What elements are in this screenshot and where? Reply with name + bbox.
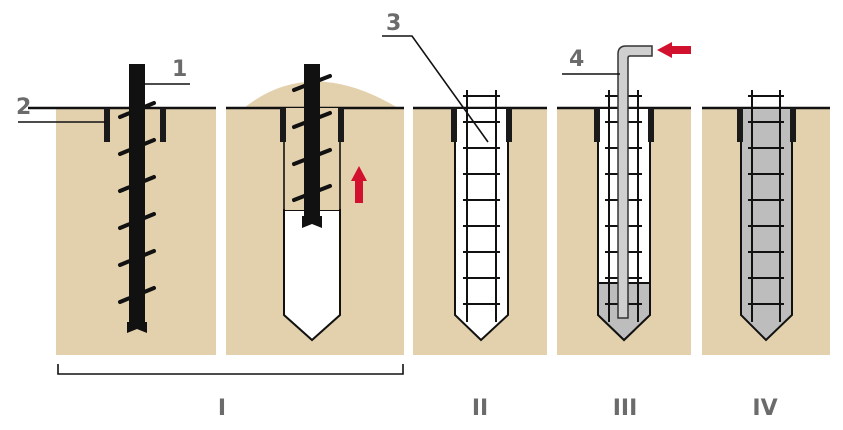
stage-i-bracket <box>57 364 404 375</box>
stage-label-iii: III <box>613 396 638 421</box>
panel-completed <box>702 90 830 355</box>
auger-flight <box>292 184 332 202</box>
casing-right <box>648 108 654 142</box>
panel-cage: 3 <box>382 11 547 355</box>
auger-tip <box>302 216 322 228</box>
auger-flight <box>118 286 156 304</box>
concrete-pile <box>740 107 793 342</box>
auger-shaft <box>304 64 320 222</box>
spoil-heap <box>244 81 398 108</box>
reinforcement-cage <box>463 90 500 322</box>
callout-3-label: 3 <box>386 11 401 36</box>
auger-flight <box>292 74 332 92</box>
callout-1-label: 1 <box>172 57 187 82</box>
stage-label-ii: II <box>472 396 488 421</box>
panel-drilling: 1 2 <box>16 57 216 355</box>
auger-flight <box>292 148 332 166</box>
casing-left <box>280 108 286 142</box>
casing-left <box>451 108 457 142</box>
callout-3-leader <box>382 35 489 143</box>
arrow-left-icon <box>657 42 691 58</box>
auger-flight <box>118 101 156 119</box>
auger-flight <box>118 138 156 156</box>
stage-label-i: I <box>218 396 226 421</box>
auger-tip <box>127 322 147 333</box>
borehole <box>283 209 341 342</box>
panel-concreting: 4 <box>557 42 691 355</box>
reinforcement-cage <box>748 90 784 322</box>
casing-right <box>506 108 512 142</box>
casing-right <box>160 108 166 142</box>
callout-2-label: 2 <box>16 95 31 120</box>
arrow-up-icon <box>351 166 367 203</box>
casing-left <box>594 108 600 142</box>
casing-right <box>338 108 344 142</box>
borehole <box>454 107 509 342</box>
auger-flight <box>118 249 156 267</box>
casing-left <box>104 108 110 142</box>
auger <box>292 64 332 228</box>
panel-extraction <box>226 64 404 355</box>
casing-left <box>737 108 743 142</box>
auger-flight <box>118 175 156 193</box>
callout-4-label: 4 <box>569 47 584 72</box>
tremie-pipe <box>617 45 653 319</box>
auger-flight <box>292 111 332 129</box>
auger <box>118 64 156 333</box>
auger-shaft <box>129 64 145 328</box>
auger-flight <box>118 212 156 230</box>
casing-right <box>790 108 796 142</box>
stage-label-iv: IV <box>752 396 777 421</box>
